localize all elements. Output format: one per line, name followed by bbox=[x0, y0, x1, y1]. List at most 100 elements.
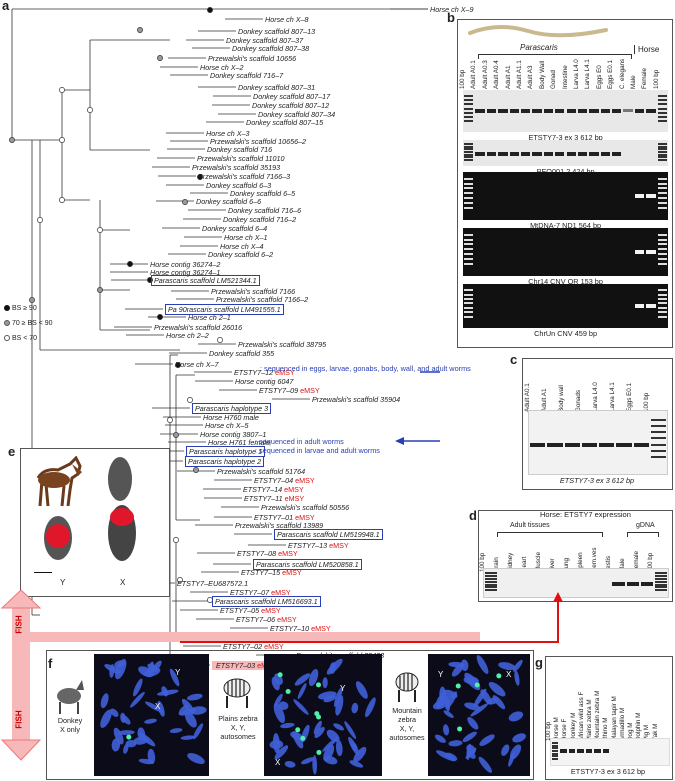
donkey-x-label: X bbox=[155, 702, 161, 711]
gel-band bbox=[568, 749, 576, 754]
gel-band bbox=[634, 108, 645, 113]
chromosome bbox=[100, 709, 112, 728]
chromosome bbox=[326, 658, 343, 675]
chromosome bbox=[312, 755, 318, 775]
plains-x-label: X bbox=[275, 758, 281, 767]
gel-band bbox=[555, 108, 565, 113]
legend-bs70: 70 ≥ BS < 90 bbox=[4, 320, 53, 327]
tree-leaf: Donkey scaffold 6–6 bbox=[196, 197, 262, 206]
bootstrap-node bbox=[127, 261, 133, 267]
mountain-x-label: X bbox=[506, 670, 512, 679]
ladder-band bbox=[654, 575, 667, 578]
chromosome bbox=[100, 693, 109, 709]
mountain-zebra-metaphase bbox=[428, 654, 530, 776]
gel-band bbox=[509, 151, 519, 156]
gel-band bbox=[612, 108, 622, 113]
ladder-band bbox=[657, 192, 667, 195]
tree-leaf: ETSTY7–05 eMSY bbox=[220, 606, 281, 615]
lane-label: Larva L4.1 bbox=[584, 59, 592, 89]
gel-band bbox=[543, 151, 554, 156]
ladder-band bbox=[464, 206, 474, 209]
chromosome bbox=[110, 708, 119, 717]
ladder-band bbox=[485, 583, 498, 586]
tree-leaf: Przewalski's scaffold 35904 bbox=[312, 395, 401, 404]
bootstrap-node bbox=[137, 27, 143, 33]
ladder-band bbox=[485, 586, 498, 589]
lane-label: Mountain zebra M bbox=[594, 690, 602, 741]
bootstrap-node bbox=[173, 432, 179, 438]
ladder-band bbox=[464, 116, 474, 119]
tree-leaf: Horse ch X–5 bbox=[205, 421, 249, 430]
ladder-band bbox=[464, 306, 474, 309]
chromosome bbox=[478, 756, 493, 773]
ladder-band bbox=[464, 293, 474, 296]
gel-band bbox=[600, 151, 611, 156]
tree-leaf: ETSTY7–13 eMSY bbox=[288, 541, 349, 550]
legend-bs-low: BS < 70 bbox=[4, 335, 37, 342]
gel-band bbox=[646, 303, 656, 308]
gel-band bbox=[640, 581, 653, 586]
ladder-band bbox=[657, 298, 667, 301]
chromosome bbox=[113, 727, 124, 745]
chromosome bbox=[462, 731, 477, 743]
panel-c-frame bbox=[522, 358, 673, 490]
ladder-band bbox=[464, 289, 474, 292]
panel-b-gel-caption: Chr14 CNV OR 153 bp bbox=[528, 277, 603, 286]
ladder-band bbox=[552, 752, 559, 755]
gel-band bbox=[646, 249, 656, 254]
ladder-band bbox=[464, 156, 474, 159]
bootstrap-node bbox=[87, 107, 93, 113]
ladder-band bbox=[654, 583, 667, 586]
gel-band bbox=[634, 193, 645, 198]
chromosome bbox=[313, 720, 322, 735]
tree-leaf: Donkey scaffold 807–34 bbox=[258, 110, 336, 119]
gel-band bbox=[486, 151, 497, 156]
fish-signal bbox=[295, 727, 301, 733]
chromosome bbox=[501, 744, 510, 756]
tree-leaf: Parascaris haplotype 3 bbox=[192, 403, 272, 414]
chromosome bbox=[365, 697, 376, 718]
panel-g-letter: g bbox=[535, 655, 543, 670]
ladder-band bbox=[657, 150, 667, 153]
tree-leaf: Horse ch X–4 bbox=[220, 242, 264, 251]
tree-leaf: Przewalski's scaffold 38795 bbox=[238, 340, 327, 349]
tree-leaf: Donkey scaffold 807–13 bbox=[238, 27, 316, 36]
tree-leaf: Parascaris haplotype 2 bbox=[185, 456, 265, 467]
chromosome bbox=[290, 731, 304, 741]
chromosome bbox=[323, 695, 337, 703]
lane-label: Adult A1 bbox=[541, 388, 548, 412]
gel-band bbox=[566, 151, 576, 156]
ladder-band bbox=[654, 572, 667, 575]
ladder-band bbox=[464, 243, 474, 246]
gel-band bbox=[623, 108, 633, 112]
chromosome bbox=[512, 733, 526, 743]
tissues-bracket bbox=[497, 532, 603, 537]
fish-signal bbox=[126, 734, 132, 740]
chromosome bbox=[355, 681, 368, 699]
bootstrap-node bbox=[207, 597, 213, 603]
bootstrap-node bbox=[187, 397, 193, 403]
lane-label: C. elegans bbox=[618, 58, 626, 89]
annotation-hap2: : sequenced in larvae and adult worms bbox=[255, 446, 380, 455]
lane-label: Eggs E0.1 bbox=[626, 382, 633, 412]
tree-leaf: Horse ch X–3 bbox=[206, 129, 250, 138]
chromosome bbox=[157, 700, 165, 717]
chromosome bbox=[434, 734, 446, 743]
tree-leaf: Donkey scaffold 807–15 bbox=[246, 118, 324, 127]
lane-label: Dolphin M bbox=[635, 712, 643, 741]
tree-leaf: Horse ch X–7 bbox=[175, 360, 219, 369]
gdna-bracket bbox=[627, 532, 659, 537]
bootstrap-node bbox=[173, 537, 179, 543]
bootstrap-node bbox=[97, 287, 103, 293]
ladder-band bbox=[654, 586, 667, 589]
ladder-band bbox=[552, 744, 559, 747]
chromosome bbox=[509, 744, 522, 760]
parascaris-group-label: Parascaris bbox=[520, 43, 558, 52]
ladder-band bbox=[657, 107, 667, 110]
ladder-band bbox=[657, 306, 667, 309]
fish-signal bbox=[455, 683, 461, 689]
chromosome bbox=[308, 668, 319, 687]
ladder-band bbox=[464, 143, 474, 146]
ladder-band bbox=[650, 424, 666, 427]
gel-band bbox=[486, 108, 497, 113]
